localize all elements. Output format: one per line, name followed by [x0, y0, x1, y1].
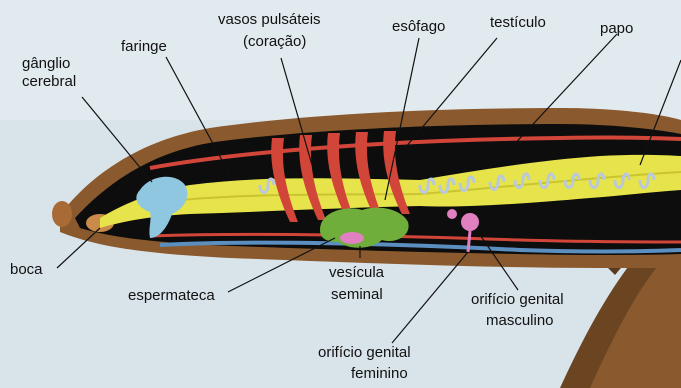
label-orificio-genital-masculino-line2: masculino [486, 312, 554, 329]
spermatheca-organ [340, 232, 364, 244]
prostomium [52, 201, 72, 227]
page-background-top [0, 0, 681, 120]
label-esofago: esôfago [392, 18, 445, 35]
label-boca: boca [10, 261, 43, 278]
label-vasos-pulsateis-line2: (coração) [243, 33, 306, 50]
label-ganglio-cerebral-line2: cerebral [22, 73, 76, 90]
label-vesicula-seminal-line2: seminal [331, 286, 383, 303]
label-ganglio-cerebral-line1: gânglio [22, 55, 70, 72]
label-orificio-genital-masculino-line1: orifício genital [471, 291, 564, 308]
label-vasos-pulsateis-line1: vasos pulsáteis [218, 11, 321, 28]
label-testiculo: testículo [490, 14, 546, 31]
label-espermateca: espermateca [128, 287, 215, 304]
label-papo: papo [600, 20, 633, 37]
label-vesicula-seminal-line1: vesícula [329, 264, 385, 281]
label-faringe: faringe [121, 38, 167, 55]
label-orificio-genital-feminino-line1: orifício genital [318, 344, 411, 361]
label-orificio-genital-feminino-line2: feminino [351, 365, 408, 382]
